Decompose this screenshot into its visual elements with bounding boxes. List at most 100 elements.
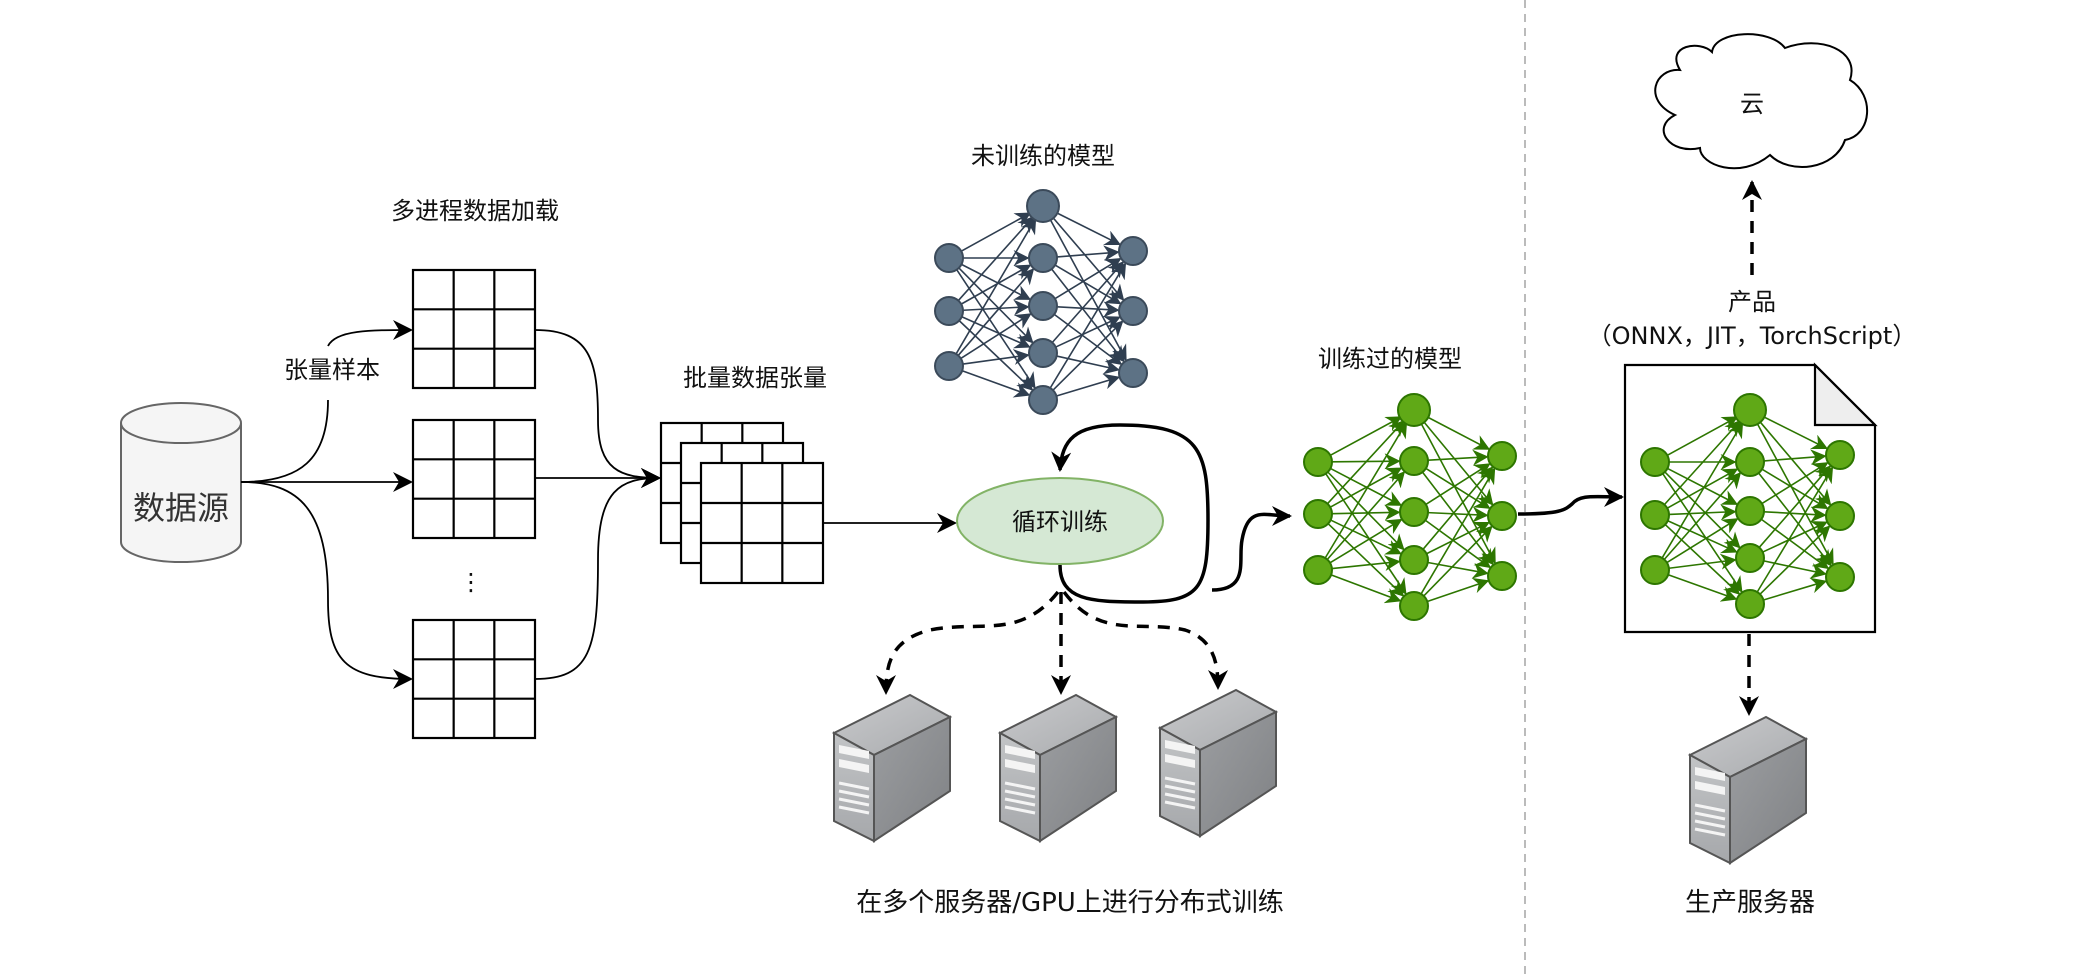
network-edge xyxy=(1425,463,1491,506)
data-source-label: 数据源 xyxy=(133,489,229,527)
network-edge xyxy=(1667,573,1738,602)
worker-tensor-grid xyxy=(411,268,537,390)
network-node xyxy=(1303,499,1333,529)
server-drive-bay xyxy=(839,759,869,773)
network-node xyxy=(1735,496,1765,526)
network-node xyxy=(1028,243,1058,273)
training-loop-edge xyxy=(1051,423,1210,604)
network-node xyxy=(934,243,964,273)
network-edge xyxy=(1668,504,1737,521)
network-edge xyxy=(1763,449,1827,466)
edge-grid1-to-batch xyxy=(534,329,661,488)
network-node xyxy=(1118,358,1148,388)
network-edge xyxy=(1667,520,1738,554)
worker-tensor-grid xyxy=(411,418,537,540)
cloud-node: 云 xyxy=(1654,33,1868,170)
network-edge xyxy=(1056,245,1120,262)
server-vent xyxy=(838,781,870,791)
network-edge xyxy=(1329,518,1403,564)
network-edge xyxy=(1757,472,1832,567)
network-node xyxy=(1825,440,1855,470)
network-node xyxy=(1735,447,1765,477)
artifact-formats-label: （ONNX，JIT，TorchScript） xyxy=(1588,322,1917,350)
edge-source-to-grid3 xyxy=(240,481,413,689)
training-loop-label: 循环训练 xyxy=(1012,508,1108,536)
loader-title: 多进程数据加载 xyxy=(391,197,559,225)
network-node xyxy=(1733,393,1767,427)
network-node xyxy=(1735,543,1765,573)
network-edge xyxy=(1663,419,1742,506)
network-node xyxy=(1640,500,1670,530)
network-edge xyxy=(1056,301,1120,318)
data-source-cylinder: 数据源 xyxy=(120,402,242,563)
network-node xyxy=(1735,589,1765,619)
network-node xyxy=(1640,447,1670,477)
network-edge xyxy=(962,349,1030,365)
network-edge xyxy=(1668,553,1737,570)
network-edge xyxy=(1664,471,1741,549)
edge-grid3-to-batch xyxy=(534,468,661,680)
server-vent xyxy=(838,789,870,799)
network-node xyxy=(1487,501,1517,531)
network-node xyxy=(934,296,964,326)
network-edges xyxy=(955,211,1127,398)
server-vent xyxy=(838,805,870,815)
network-node xyxy=(1487,561,1517,591)
artifact-label: 产品 xyxy=(1728,288,1776,316)
network-edge xyxy=(1327,523,1405,597)
network-edge xyxy=(1424,519,1492,569)
network-edge xyxy=(961,263,1032,300)
network-edge xyxy=(1326,419,1405,505)
network-edge xyxy=(1762,415,1829,450)
network-node xyxy=(1303,447,1333,477)
network-edge xyxy=(961,315,1031,349)
network-edge xyxy=(1661,421,1744,559)
network-edge xyxy=(957,268,1035,356)
edge-training-to-trained-model xyxy=(1211,505,1292,592)
server-vent xyxy=(1694,811,1726,821)
network-edges xyxy=(1661,415,1834,602)
network-edge xyxy=(960,313,1032,360)
network-node xyxy=(1026,189,1060,223)
network-edge xyxy=(1759,525,1831,595)
network-edge xyxy=(1054,257,1122,300)
network-edge xyxy=(1331,555,1401,572)
network-edge xyxy=(1325,473,1407,595)
network-edge xyxy=(1760,518,1830,570)
network-edge xyxy=(1053,313,1123,365)
production-server xyxy=(1687,715,1809,865)
worker-tensor-grid xyxy=(411,618,537,740)
network-edge xyxy=(1756,466,1834,593)
batch-tensor-layer xyxy=(699,461,825,585)
network-node xyxy=(1640,555,1670,585)
network-edge xyxy=(1420,467,1496,595)
network-node xyxy=(1487,441,1517,471)
server-vent xyxy=(1004,781,1036,791)
network-edge xyxy=(1421,471,1494,566)
server-drive-bay xyxy=(1165,754,1195,768)
server-vent xyxy=(1694,827,1726,837)
network-edge xyxy=(961,370,1031,398)
network-edge xyxy=(1324,421,1408,559)
network-edge xyxy=(1052,320,1124,391)
edge-training-to-server-1 xyxy=(876,590,1060,695)
network-edge xyxy=(1326,471,1406,561)
network-edge xyxy=(1056,355,1120,375)
network-node xyxy=(1825,501,1855,531)
grid-frame xyxy=(411,418,537,540)
network-edge xyxy=(1426,415,1491,450)
server-drive-bay xyxy=(1005,745,1035,759)
server-vent xyxy=(1004,805,1036,815)
network-edge xyxy=(956,269,1036,389)
network-edge xyxy=(1426,577,1490,603)
untrained-model-label: 未训练的模型 xyxy=(971,142,1115,170)
server-vent xyxy=(838,797,870,807)
network-node xyxy=(934,351,964,381)
server-vent xyxy=(1004,797,1036,807)
network-edge xyxy=(1763,577,1828,601)
network-edge xyxy=(958,267,1034,344)
network-edge xyxy=(1667,467,1739,505)
network-edge xyxy=(955,217,1037,355)
edge-trained-to-artifact xyxy=(1517,486,1624,516)
network-node xyxy=(1303,555,1333,585)
